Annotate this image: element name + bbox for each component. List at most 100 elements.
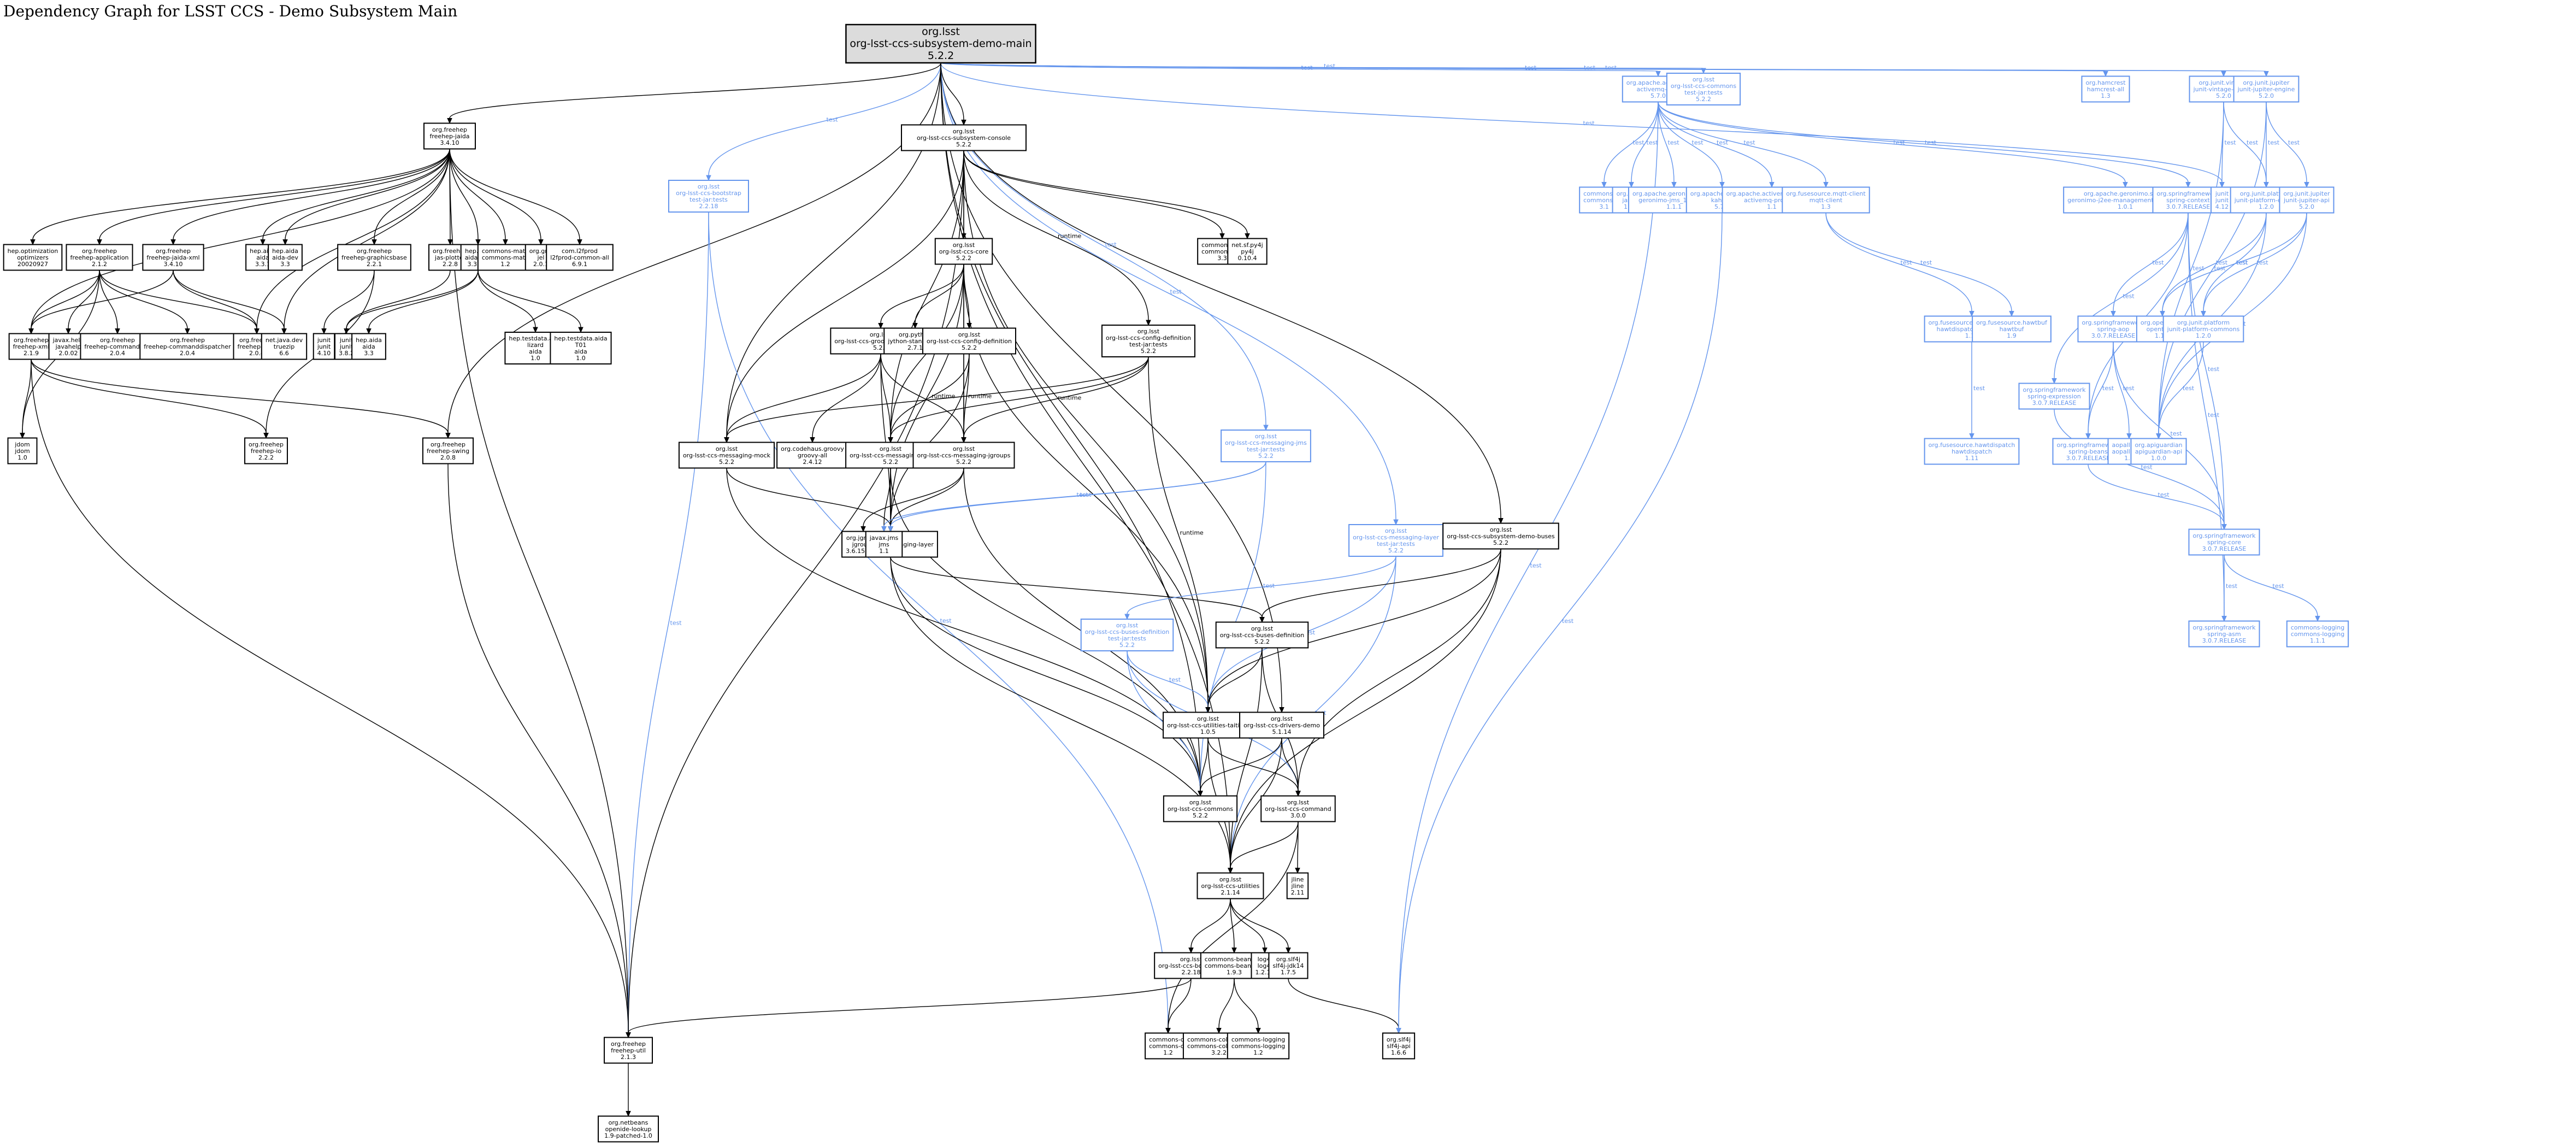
arrowhead-icon	[1969, 433, 1974, 439]
arrowhead-icon	[1286, 948, 1291, 954]
node-group-id: commons-logging	[2291, 624, 2344, 631]
node-box	[477, 244, 534, 271]
node-artifact-id: junit	[317, 343, 331, 350]
edge-label: test	[1530, 562, 1542, 569]
edge-label: runtime	[1058, 394, 1082, 401]
node-buses-def-tests[interactable]: org.lsstorg-lsst-ccs-buses-definitiontes…	[1080, 619, 1174, 651]
node-box	[3, 244, 63, 271]
node-buses-def[interactable]: org.lsstorg-lsst-ccs-buses-definition5.2…	[1215, 621, 1309, 649]
node-artifact-id: org-lsst-ccs-messaging-jms	[1225, 439, 1307, 446]
edge-line	[883, 461, 1266, 527]
node-commons-tests[interactable]: org.lsstorg-lsst-ccs-commonstest-jar:tes…	[1666, 73, 1741, 105]
arrowhead-icon	[1719, 182, 1725, 188]
edge-freehep_swing-to-freehep_util	[447, 463, 631, 1038]
arrowhead-icon	[30, 239, 36, 245]
node-artifact-id: truezip	[274, 343, 294, 350]
node-version: 5.2.0	[2259, 92, 2274, 99]
node-commanddispatcher[interactable]: org.freehepfreehep-commanddispatcher2.0.…	[139, 333, 235, 360]
edge-line	[256, 149, 450, 329]
node-group-id: org.springframework	[2192, 624, 2256, 631]
node-version: 5.2.2	[956, 255, 971, 262]
node-msg-layer-tests[interactable]: org.lsstorg-lsst-ccs-messaging-layertest…	[1348, 524, 1443, 557]
node-config-def[interactable]: org.lsstorg-lsst-ccs-config-definition5.…	[922, 327, 1017, 355]
node-root[interactable]: org.lsstorg-lsst-ccs-subsystem-demo-main…	[845, 23, 1036, 64]
arrowhead-icon	[2085, 433, 2091, 439]
edge-label: test	[2236, 259, 2248, 266]
node-config-def-tests[interactable]: org.lsstorg-lsst-ccs-config-definitionte…	[1101, 325, 1196, 357]
node-demo-buses[interactable]: org.lsstorg-lsst-ccs-subsystem-demo-buse…	[1442, 522, 1559, 550]
node-group-id: junit	[339, 337, 353, 344]
node-spring-expr[interactable]: org.springframeworkspring-expression3.0.…	[2018, 383, 2090, 410]
node-msg-jgroups[interactable]: org.lsstorg-lsst-ccs-messaging-jgroups5.…	[912, 442, 1015, 469]
arrowhead-icon	[1655, 71, 1661, 77]
node-version: 3.0.7.RELEASE	[2202, 637, 2247, 644]
node-spring-core[interactable]: org.springframeworkspring-core3.0.7.RELE…	[2188, 528, 2260, 556]
edge-line	[99, 270, 188, 329]
edge-label: test	[1584, 64, 1596, 71]
edge-line	[628, 211, 709, 1033]
edge-jaida-to-aida_dev	[282, 149, 450, 245]
node-bootstrap-tests[interactable]: org.lsstorg-lsst-ccs-bootstraptest-jar:t…	[668, 180, 749, 213]
edge-line	[323, 270, 375, 329]
node-version: 2.4.12	[803, 458, 822, 466]
edge-label: test	[1894, 139, 1906, 146]
edge-application-to-commandline	[99, 270, 120, 334]
edge-label: runtime	[1180, 529, 1204, 536]
node-version: 3.0.7.RELEASE	[2202, 545, 2247, 552]
node-hawtdispatch[interactable]: org.fusesource.hawtdispatchhawtdispatch1…	[1924, 438, 2020, 465]
edge-root-to-msg_layer_tests: test	[940, 62, 1399, 526]
arrowhead-icon	[1295, 868, 1300, 874]
node-taitime[interactable]: org.lsstorg-lsst-ccs-utilities-taitime1.…	[1163, 711, 1253, 739]
edge-spring_context-to-spring_expr: test	[2052, 213, 2189, 384]
node-spring-asm[interactable]: org.springframeworkspring-asm3.0.7.RELEA…	[2188, 620, 2260, 648]
node-console[interactable]: org.lsstorg-lsst-ccs-subsystem-console5.…	[901, 124, 1027, 151]
arrowhead-icon	[1823, 182, 1829, 188]
node-jupiter-engine[interactable]: org.junit.jupiterjunit-jupiter-engine5.2…	[2233, 75, 2300, 103]
edge-core-to-groovy_desc	[878, 264, 964, 329]
node-group-id: javax.jms	[869, 534, 899, 542]
node-group-id: org.slf4j	[1387, 1036, 1411, 1043]
node-msg-jms-tests[interactable]: org.lsstorg-lsst-ccs-messaging-jmstest-j…	[1221, 430, 1311, 462]
node-version: 5.2.2	[719, 458, 734, 466]
node-openide[interactable]: org.netbeansopenide-lookup1.9-patched-1.…	[598, 1115, 659, 1143]
node-platform-commons[interactable]: org.junit.platformjunit-platform-commons…	[2162, 315, 2244, 343]
